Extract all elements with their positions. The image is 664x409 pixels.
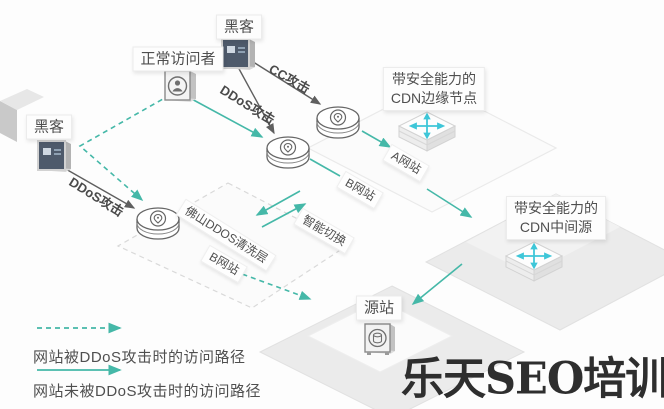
- location-pin-cylinder-icon: [266, 136, 310, 169]
- location-pin-cylinder-icon: [316, 106, 360, 139]
- platform-left-edge-wedge: [0, 89, 44, 142]
- monitor-icon: [37, 140, 71, 172]
- user-circle-icon: [164, 70, 196, 102]
- legend-normal-path-text: 网站未被DDoS攻击时的访问路径: [33, 383, 262, 400]
- hacker-top-label: 黑客: [215, 14, 263, 40]
- hacker-left-label: 黑客: [25, 114, 73, 140]
- attacked-path-arrows: [78, 94, 312, 300]
- router-box-icon: [504, 241, 564, 282]
- cdn-mid-source-label: 带安全能力的 CDN中间源: [506, 196, 606, 240]
- router-box-icon: [397, 111, 457, 152]
- monitor-icon: [221, 38, 255, 70]
- normal-path-arrows: [187, 96, 473, 306]
- location-pin-cylinder-icon: [136, 207, 180, 240]
- server-panel-icon: [364, 323, 395, 355]
- legend-attacked-path-text: 网站被DDoS攻击时的访问路径: [33, 349, 246, 366]
- cdn-edge-node-label: 带安全能力的 CDN边缘节点: [382, 67, 486, 111]
- watermark-text: 乐天SEO培训: [401, 353, 664, 405]
- origin-site-label: 源站: [355, 295, 403, 321]
- normal-visitor-label: 正常访问者: [132, 46, 224, 72]
- attack-arrows: [63, 59, 322, 209]
